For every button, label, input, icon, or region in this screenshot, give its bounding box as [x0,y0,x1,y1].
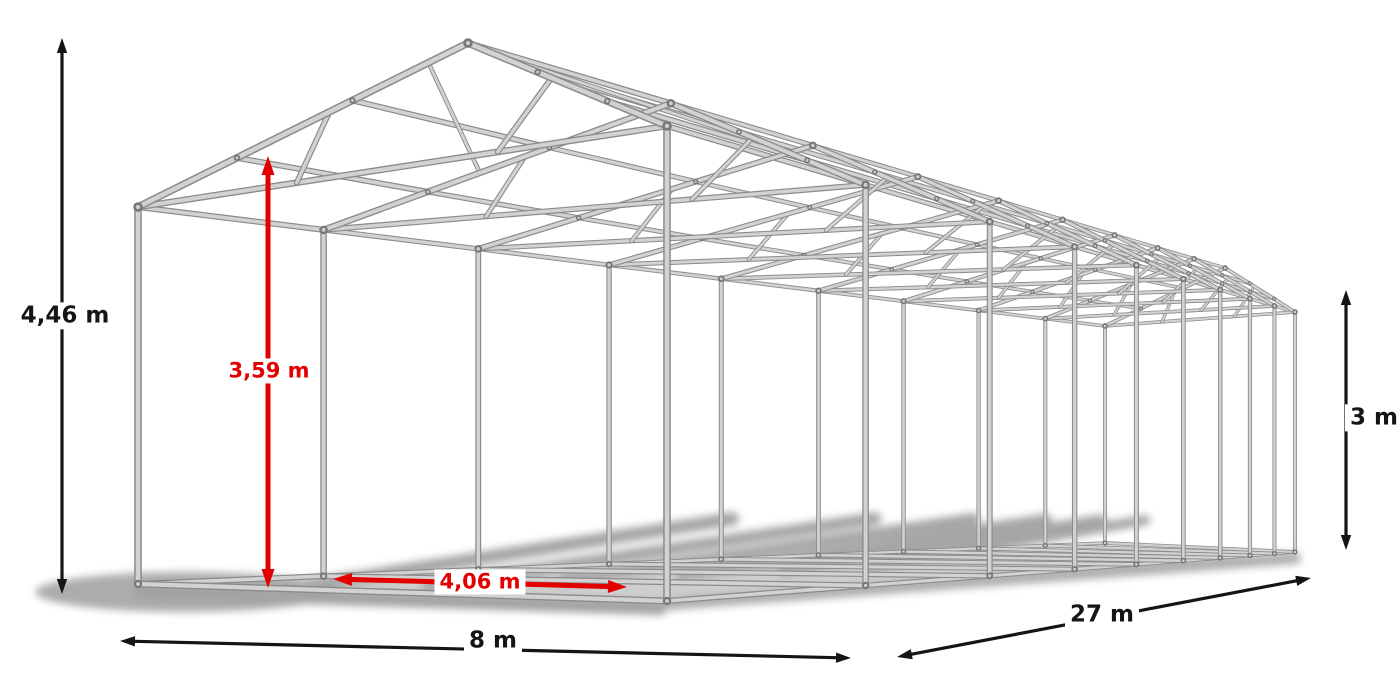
dimension-label-side-height: 3 m [1345,404,1400,432]
dimension-label-total-height: 4,46 m [15,302,115,330]
dimension-label-length: 27 m [1065,601,1139,629]
dimension-label-entrance-height: 3,59 m [223,358,315,384]
dimension-label-entrance-width: 4,06 m [434,569,526,595]
dimension-label-width: 8 m [464,627,522,655]
frame-trusses [133,38,1298,606]
